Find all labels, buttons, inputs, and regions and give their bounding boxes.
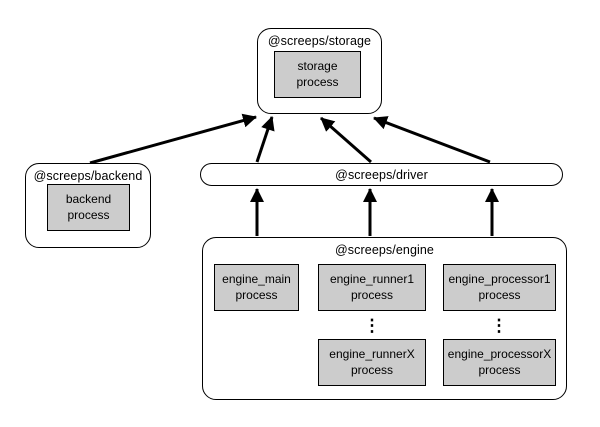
node-storage-label: @screeps/storage [267,34,372,48]
arrow-driver-to-storage-right [373,116,491,164]
node-driver-label: @screeps/driver [335,167,428,182]
node-backend-label: @screeps/backend [33,169,143,183]
process-box-engine-runnerX-label: engine_runnerX process [329,346,415,377]
process-box-engine-runnerX: engine_runnerX process [318,339,426,386]
process-box-storage: storage process [274,51,361,98]
process-box-storage-label: storage process [296,58,339,89]
arrow-backend-to-storage [89,113,257,165]
node-storage: @screeps/storage storage process [257,28,382,114]
node-backend: @screeps/backend backend process [25,163,151,248]
process-box-engine-processor1: engine_processor1 process [443,264,556,311]
process-box-backend: backend process [47,184,130,231]
node-driver: @screeps/driver [200,163,563,186]
process-box-engine-processor1-label: engine_processor1 process [448,271,551,302]
arrow-driver-to-storage-middle [320,116,372,164]
process-box-backend-label: backend process [65,191,112,222]
vertical-ellipsis-icon-processor: ⋮ [490,316,508,335]
process-box-engine-runner1: engine_runner1 process [318,264,426,311]
process-box-engine-runner1-label: engine_runner1 process [329,271,415,302]
process-box-engine-processorX-label: engine_processorX process [447,346,552,377]
arrow-driver-to-storage-left [255,116,275,163]
node-engine: @screeps/engine engine_main process engi… [202,237,567,400]
process-box-engine-main: engine_main process [214,264,299,311]
process-box-engine-main-label: engine_main process [222,271,291,302]
process-box-engine-processorX: engine_processorX process [443,339,556,386]
vertical-ellipsis-icon-runner: ⋮ [363,316,381,335]
node-engine-label: @screeps/engine [335,243,434,257]
